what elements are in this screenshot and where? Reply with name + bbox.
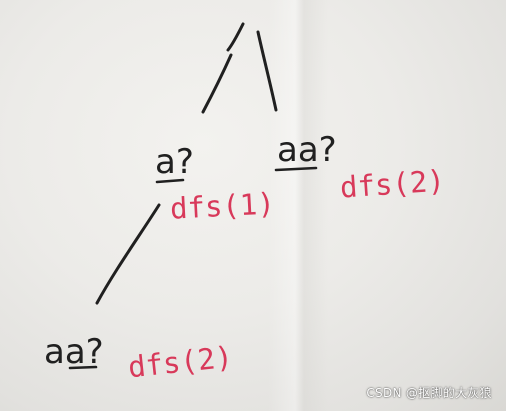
branch-left-upper	[201, 53, 233, 114]
node-right-label: aa?	[277, 130, 337, 170]
underline-a	[155, 178, 185, 184]
node-left-call: dfs(1)	[169, 186, 276, 226]
csdn-watermark: CSDN @抠脚的大灰狼	[366, 386, 492, 400]
branch-root-right	[256, 30, 278, 112]
branch-left-child	[95, 203, 161, 305]
node-right-call: dfs(2)	[338, 163, 446, 205]
paper-crease	[268, 0, 328, 411]
node-left-label: a?	[155, 142, 194, 182]
underline-aa-child	[68, 365, 98, 370]
underline-aa-right	[274, 166, 318, 172]
branch-root-left	[226, 22, 245, 52]
node-child-label: aa?	[44, 332, 104, 372]
